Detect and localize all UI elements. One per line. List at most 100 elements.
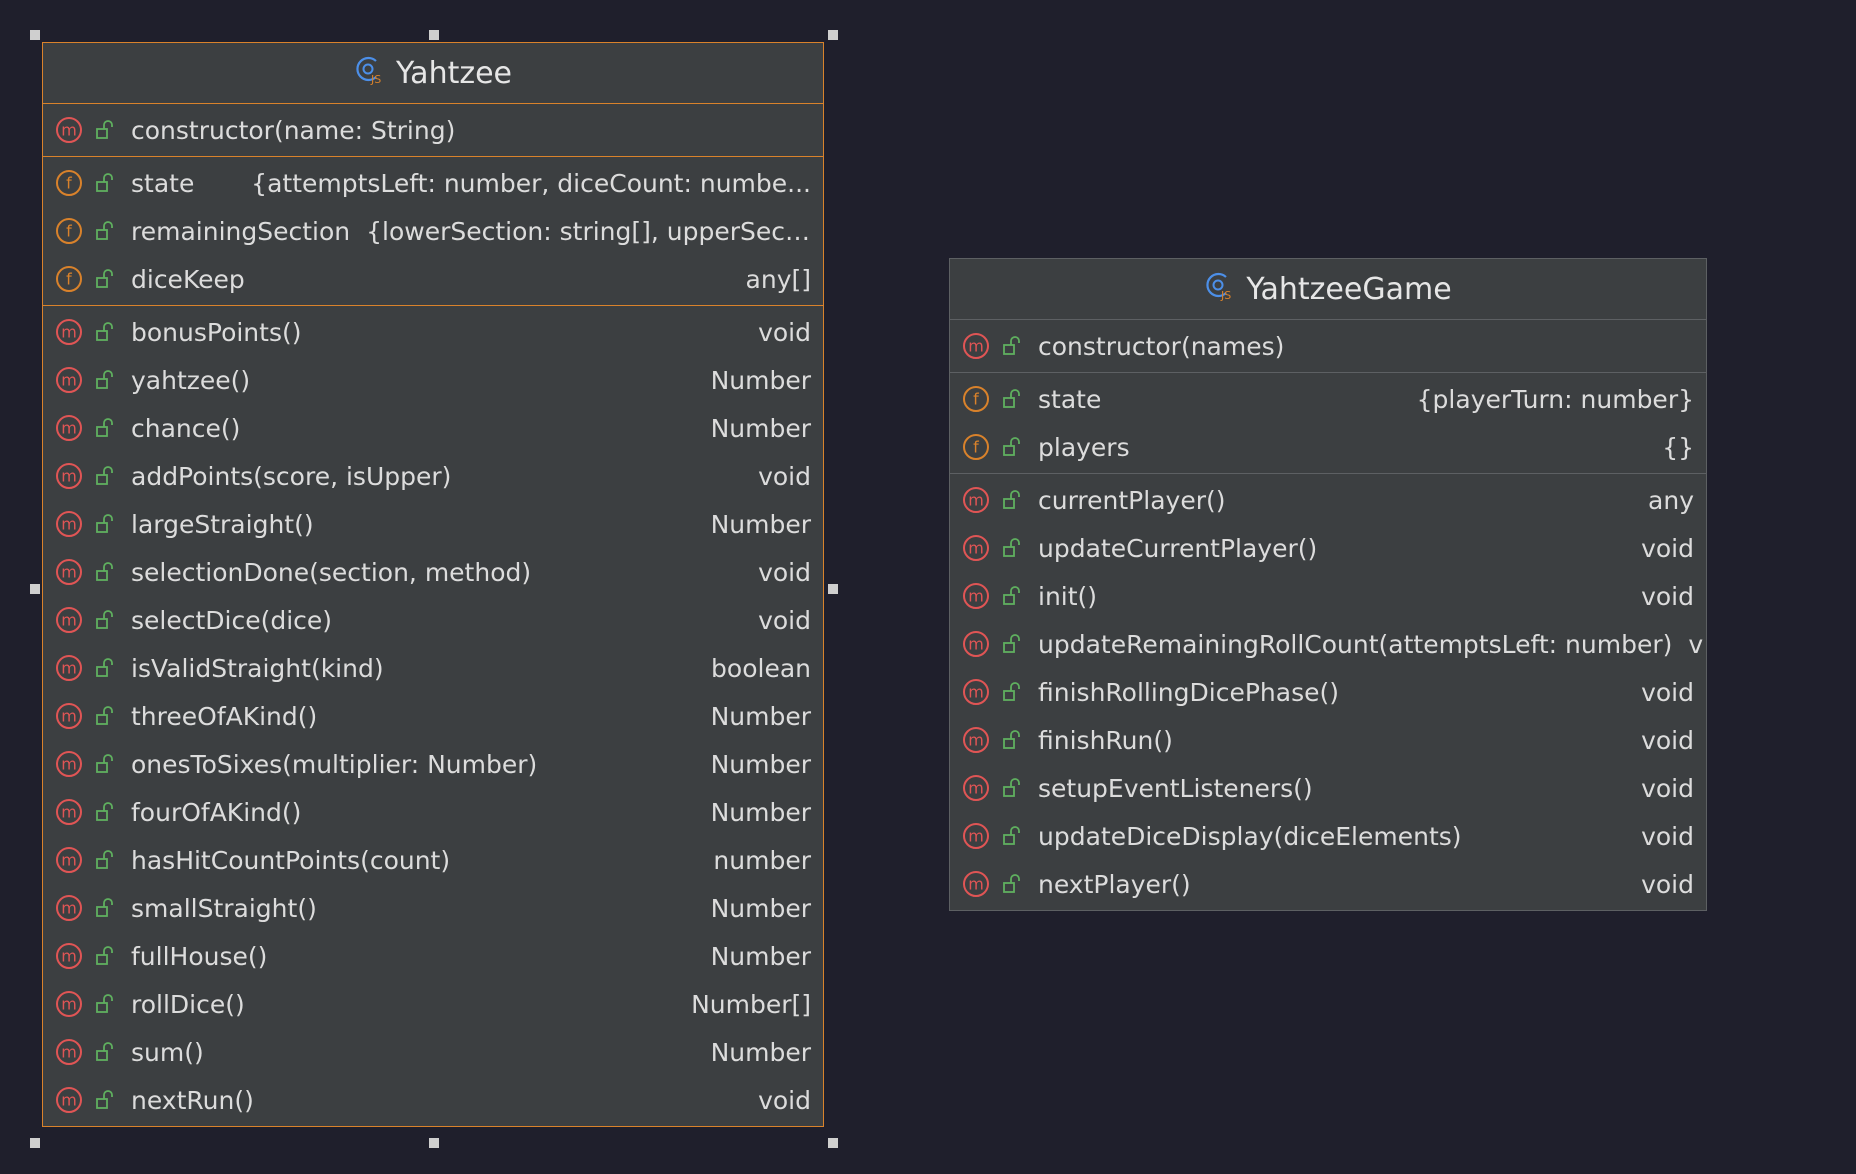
method-name: nextPlayer() — [1038, 869, 1191, 899]
class-header[interactable]: JS Yahtzee — [43, 43, 823, 103]
public-visibility-icon — [96, 173, 113, 192]
return-type: Number — [710, 749, 811, 779]
return-type: void — [758, 461, 811, 491]
method-icon: m — [963, 823, 989, 849]
class-header[interactable]: JS YahtzeeGame — [950, 259, 1706, 319]
selection-handle-bottom-left[interactable] — [30, 1138, 40, 1148]
return-type: Number — [710, 1037, 811, 1067]
method-icon: m — [56, 799, 82, 825]
svg-text:m: m — [968, 635, 984, 654]
js-class-icon: JS — [1204, 269, 1236, 309]
method-icon: m — [963, 333, 989, 359]
field-name: state — [1038, 384, 1102, 414]
selection-handle-middle-left[interactable] — [30, 584, 40, 594]
return-type: void — [1641, 773, 1694, 803]
svg-text:m: m — [61, 947, 77, 966]
svg-text:m: m — [968, 779, 984, 798]
method-name: nextRun() — [131, 1085, 254, 1115]
method-name: setupEventListeners() — [1038, 773, 1313, 803]
method-name: finishRollingDicePhase() — [1038, 677, 1339, 707]
public-visibility-icon — [1003, 586, 1020, 605]
svg-text:m: m — [61, 563, 77, 582]
svg-text:m: m — [61, 371, 77, 390]
public-visibility-icon — [96, 706, 113, 725]
method-icon: m — [56, 943, 82, 969]
public-visibility-icon — [96, 322, 113, 341]
field-icon: f — [56, 218, 82, 244]
public-visibility-icon — [96, 1042, 113, 1061]
method-name: fullHouse() — [131, 941, 268, 971]
method-row[interactable]: m setupEventListeners() void — [950, 764, 1706, 812]
method-icon: m — [56, 559, 82, 585]
selection-handle-top-middle[interactable] — [429, 30, 439, 40]
selection-handle-bottom-right[interactable] — [828, 1138, 838, 1148]
svg-text:m: m — [61, 803, 77, 822]
public-visibility-icon — [1003, 538, 1020, 557]
method-icon: m — [963, 775, 989, 801]
return-type: Number — [710, 797, 811, 827]
svg-text:f: f — [973, 438, 979, 457]
field-type: {playerTurn: number} — [1416, 384, 1694, 414]
svg-text:m: m — [968, 731, 984, 750]
method-name: init() — [1038, 581, 1098, 611]
selection-handle-middle-right[interactable] — [828, 584, 838, 594]
method-name: bonusPoints() — [131, 317, 302, 347]
return-type: Number — [710, 509, 811, 539]
field-name: remainingSection — [131, 216, 351, 246]
selection-handle-top-left[interactable] — [30, 30, 40, 40]
selection-handle-top-right[interactable] — [828, 30, 838, 40]
selection-handle-bottom-middle[interactable] — [429, 1138, 439, 1148]
class-name: Yahtzee — [395, 55, 512, 91]
public-visibility-icon — [96, 658, 113, 677]
public-visibility-icon — [1003, 634, 1020, 653]
method-icon: m — [56, 607, 82, 633]
public-visibility-icon — [96, 1090, 113, 1109]
class-name: YahtzeeGame — [1246, 271, 1452, 307]
svg-text:m: m — [968, 337, 984, 356]
public-visibility-icon — [1003, 336, 1020, 355]
svg-text:m: m — [968, 683, 984, 702]
svg-text:JS: JS — [370, 73, 381, 85]
field-icon: f — [56, 170, 82, 196]
return-type: void — [758, 1085, 811, 1115]
method-icon: m — [56, 319, 82, 345]
method-icon: m — [963, 871, 989, 897]
public-visibility-icon — [96, 269, 113, 288]
